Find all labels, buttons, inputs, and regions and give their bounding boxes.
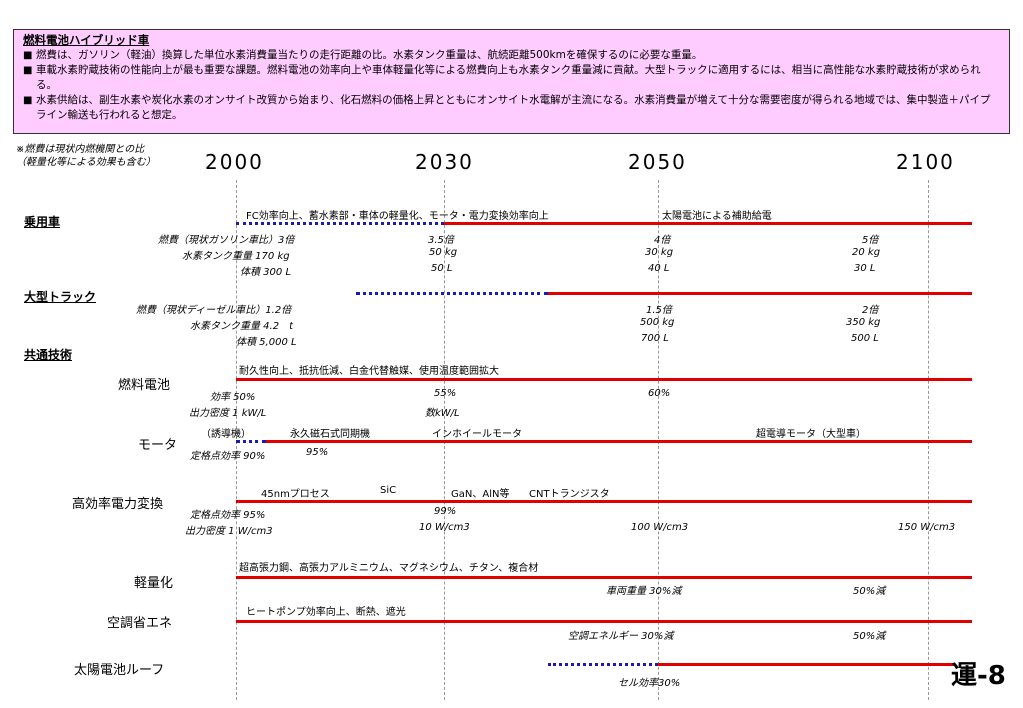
car-vol-2100: 30 L [854,263,876,274]
motor-bar-development [236,440,266,443]
motor-bar-deployed [266,440,972,443]
motor-eff-2030: 95% [306,447,329,458]
car-tank-2000: 水素タンク重量 170 kg [182,251,290,262]
car-vol-2000: 体積 300 L [240,267,292,278]
fuel-cell-eff-2030: 55% [434,388,457,399]
summary-bullet: 水素供給は、副生水素や炭化水素のオンサイト改質から始まり、化石燃料の価格上昇とと… [23,93,1000,123]
summary-bullet: 燃費は、ガソリン（軽油）換算した単位水素消費量当たりの走行距離の比。水素タンク重… [23,48,1000,63]
power-conversion-label: 高効率電力変換 [72,497,164,512]
summary-title: 燃料電池ハイブリッド車 [23,33,150,47]
car-desc-solar: 太陽電池による補助給電 [662,211,772,222]
car-tank-2100: 20 kg [852,247,881,258]
truck-tank-2100: 350 kg [846,317,881,328]
fuel-cell-desc: 耐久性向上、抵抗低減、白金代替触媒、使用温度範囲拡大 [239,366,499,377]
fuel-cell-bar [236,378,972,381]
year-2050: 2050 [628,150,687,174]
power-desc-sic: SiC [380,485,397,496]
lightweight-desc: 超高張力鋼、高張力アルミニウム、マグネシウム、チタン、複合材 [239,563,539,574]
lightweight-bar [236,576,972,579]
car-vol-2050: 40 L [648,263,670,274]
power-desc-gan: GaN、AlN等 [451,489,510,500]
truck-vol-2100: 500 L [851,333,879,344]
car-fuel-2050: 4倍 [654,235,671,246]
ac-desc: ヒートポンプ効率向上、断熱、遮光 [246,607,406,618]
power-density-2030: 10 W/cm3 [419,522,470,533]
year-2000: 2000 [205,150,264,174]
year-2100: 2100 [896,150,955,174]
fuel-cell-eff-2000: 効率 50% [210,392,256,403]
fuel-cell-density-2030: 数kW/L [425,408,460,419]
footnote-line: ※燃費は現状内燃機関との比 [16,144,145,155]
power-eff-2030: 99% [434,506,457,517]
truck-vol-2050: 700 L [641,333,669,344]
truck-fuel-2050: 1.5倍 [646,305,672,316]
year-2030: 2030 [415,150,474,174]
motor-eff-2000: 定格点効率 90% [190,451,266,462]
fuel-cell-label: 燃料電池 [118,378,171,393]
lightweight-val-2050: 車両重量 30%減 [606,586,682,597]
power-conversion-bar [236,500,972,503]
motor-desc-inwheel: インホイールモータ [432,429,522,440]
car-desc: FC効率向上、蓄水素部・車体の軽量化、モータ・電力変換効率向上 [246,211,549,222]
solar-roof-label: 太陽電池ルーフ [74,663,165,678]
car-bar-deployed [444,222,972,225]
page-number: 運-8 [951,661,1006,691]
car-fuel-2000: 燃費（現状ガソリン車比）3倍 [158,235,295,246]
power-desc-45nm: 45nmプロセス [261,489,330,500]
truck-fuel-2000: 燃費（現状ディーゼル車比）1.2倍 [136,305,292,316]
truck-fuel-2100: 2倍 [862,305,879,316]
truck-tank-2050: 500 kg [640,317,675,328]
truck-tank-2000: 水素タンク重量 4.2 t [190,321,294,332]
truck-bar-deployed [548,292,972,295]
car-fuel-2100: 5倍 [862,235,879,246]
ac-val-2050: 空調エネルギー 30%減 [568,631,674,642]
motor-desc-pm: 永久磁石式同期機 [290,429,370,440]
fuel-cell-density-2000: 出力密度 1 kW/L [189,408,267,419]
truck-bar-development [356,292,548,295]
fuel-cell-eff-2050: 60% [648,388,671,399]
power-eff-2000: 定格点効率 95% [190,510,266,521]
power-density-2100: 150 W/cm3 [898,522,956,533]
section-passenger-car: 乗用車 [24,215,61,229]
car-tank-2030: 50 kg [429,247,458,258]
ac-val-2100: 50%減 [853,631,886,642]
footnote-line: （軽量化等による効果も含む） [16,157,156,168]
lightweight-val-2100: 50%減 [853,586,886,597]
solar-bar-development [548,663,658,666]
power-desc-cnt: CNTトランジスタ [529,489,610,500]
section-common-tech: 共通技術 [24,348,73,362]
solar-bar-deployed [658,663,954,666]
power-density-2000: 出力密度 1 W/cm3 [185,526,273,537]
motor-label: モータ [138,438,178,453]
car-tank-2050: 30 kg [645,247,674,258]
summary-bullet: 車載水素貯蔵技術の性能向上が最も重要な課題。燃料電池の効率向上や車体軽量化等によ… [23,63,1000,93]
solar-cell-efficiency: セル効率30% [618,678,681,689]
section-heavy-truck: 大型トラック [24,290,97,304]
truck-vol-2000: 体積 5,000 L [236,337,297,348]
summary-box: 燃料電池ハイブリッド車 燃費は、ガソリン（軽油）換算した単位水素消費量当たりの走… [13,29,1010,134]
power-density-2050: 100 W/cm3 [631,522,689,533]
lightweight-label: 軽量化 [134,576,174,591]
ac-bar [236,620,972,623]
motor-desc-superconducting: 超電導モータ（大型車） [756,429,866,440]
car-fuel-2030: 3.5倍 [428,235,454,246]
footnote: ※燃費は現状内燃機関との比 （軽量化等による効果も含む） [16,143,156,169]
motor-desc-induction: （誘導機） [201,429,251,440]
car-vol-2030: 50 L [431,263,453,274]
car-bar-development [236,222,444,225]
ac-label: 空調省エネ [107,616,173,631]
